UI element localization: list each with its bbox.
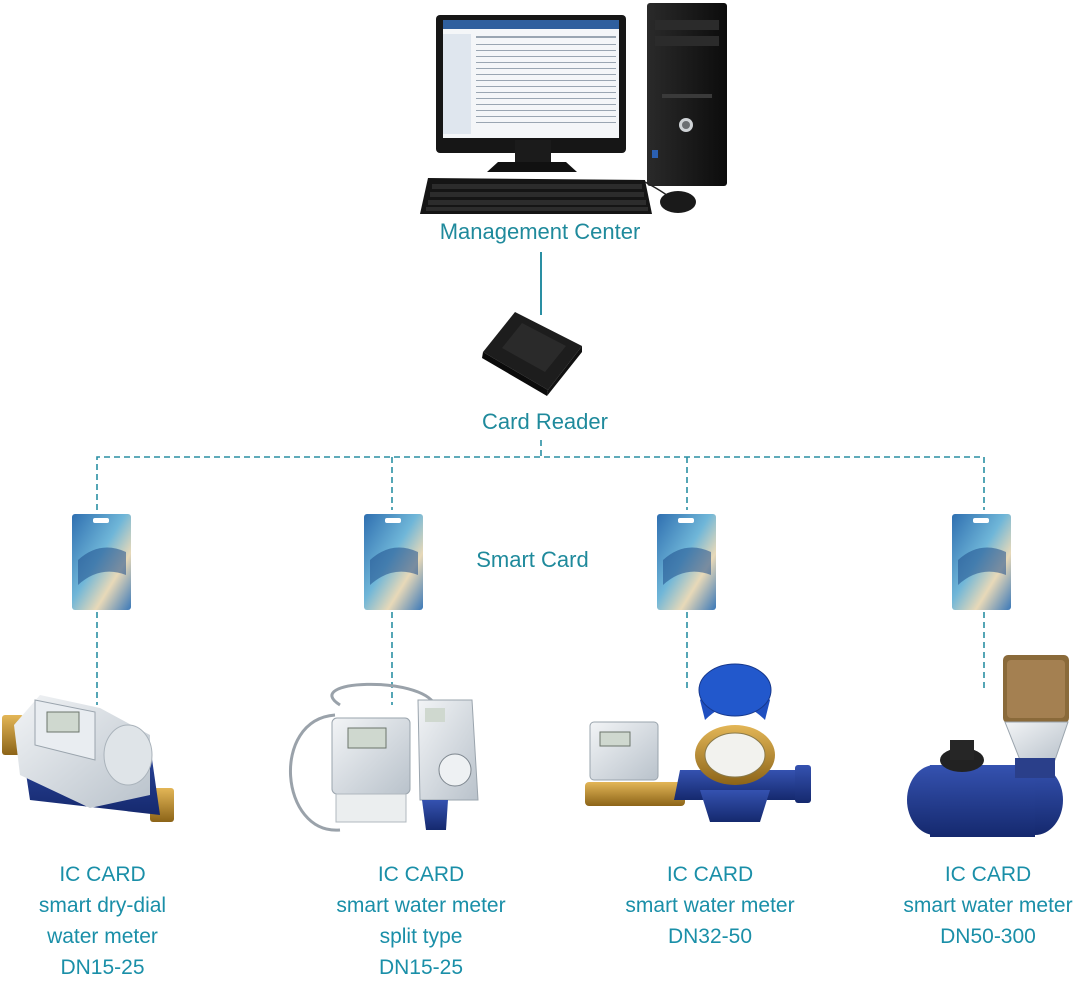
card-reader-label: Card Reader [482,409,608,434]
meter-caption-4-line-2: smart water meter [903,894,1073,917]
meter-caption-2-line-3: split type [379,925,463,948]
water-meter-icon-dn50-300 [907,655,1069,837]
card-reader-icon [482,312,582,396]
meter-caption-3-line-3: DN32-50 [667,925,753,948]
smart-card-icon-2 [364,514,423,610]
management-center-label: Management Center [439,219,641,244]
smart-card-icon-1 [72,514,131,610]
meter-caption-3-line-1: IC CARD [666,863,754,886]
smart-card-label: Smart Card [476,547,589,572]
meter-caption-4: IC CARD smart water meter DN50-300 [886,859,1090,952]
meter-caption-2: IC CARD smart water meter split type DN1… [316,859,526,983]
meter-caption-2-line-1: IC CARD [377,863,465,886]
smart-card-icon-4 [952,514,1011,610]
meter-caption-2-line-2: smart water meter [336,894,506,917]
bus-line [96,456,985,510]
desktop-computer-icon [420,3,727,214]
meter-caption-1: IC CARD smart dry-dial water meter DN15-… [5,859,200,983]
water-meter-icon-dry-dial [2,695,174,822]
meter-caption-3-line-2: smart water meter [625,894,795,917]
water-meter-icon-dn32-50 [585,663,811,822]
meter-caption-1-line-1: IC CARD [59,863,146,886]
meter-caption-1-line-3: water meter [47,925,158,948]
smart-card-icon-3 [657,514,716,610]
meter-caption-1-line-4: DN15-25 [60,956,145,979]
meter-caption-4-line-3: DN50-300 [940,925,1036,948]
connector-lines [96,252,985,705]
water-meter-icon-split-type [289,682,479,832]
meter-caption-4-line-1: IC CARD [944,863,1032,886]
meter-caption-1-line-2: smart dry-dial [38,894,167,917]
meter-caption-2-line-4: DN15-25 [378,956,464,979]
meter-caption-3: IC CARD smart water meter DN32-50 [605,859,815,952]
